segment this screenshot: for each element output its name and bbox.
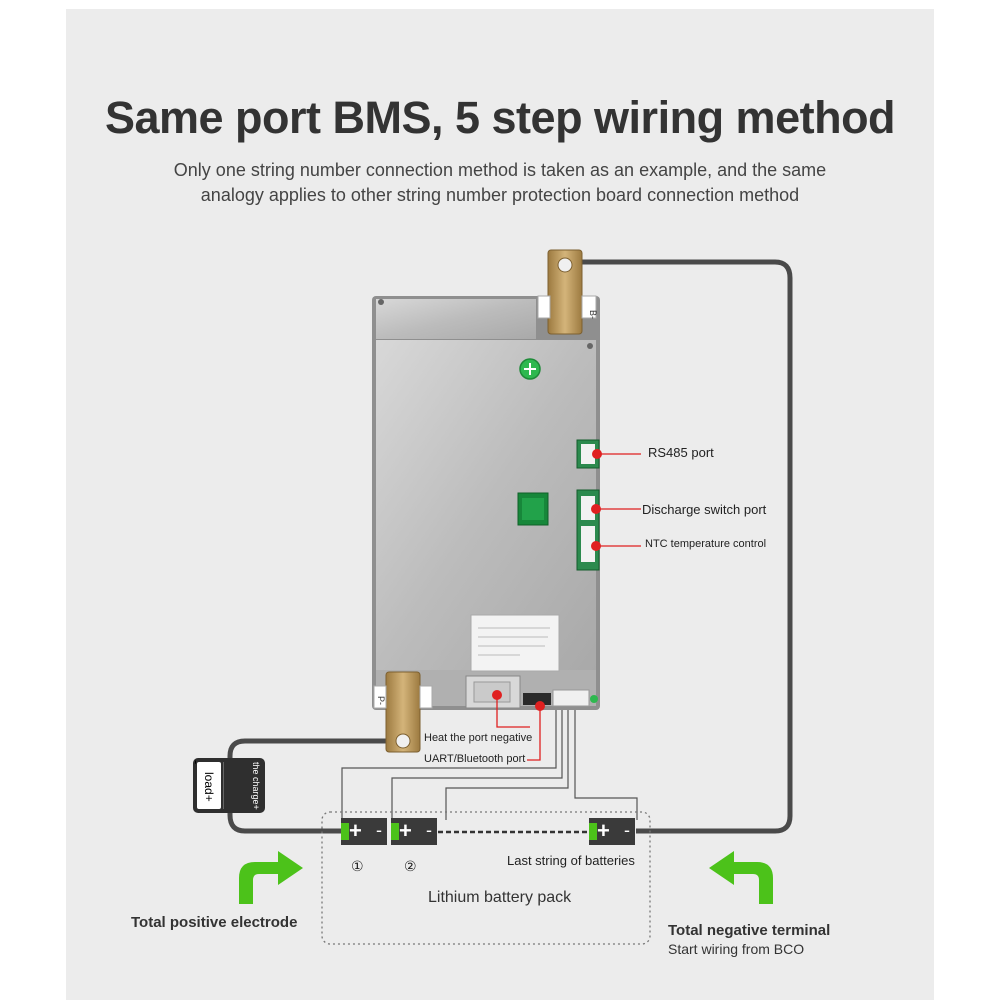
cell-last-minus: - [624,820,630,840]
cell2-plus: + [399,818,412,843]
subtitle-line-2: analogy applies to other string number p… [200,185,800,205]
cell1-minus: - [376,820,382,840]
callout-markers [496,453,641,761]
discharge-switch-label: Discharge switch port [642,502,767,517]
total-negative-label: Total negative terminal [668,922,831,939]
cell-2-number: ② [404,858,417,874]
cell1-plus: + [349,818,362,843]
negative-note-label: Start wiring from BCO [668,941,805,957]
callout-dots [492,449,602,711]
battery-cell-last [589,818,635,845]
bottom-terminal-label: P- [376,696,386,705]
battery-pack-label: Lithium battery pack [428,889,572,906]
last-string-label: Last string of batteries [507,853,635,868]
rs485-port-label: RS485 port [648,445,714,460]
negative-arrow-icon [709,851,773,904]
cell-1-number: ① [351,858,364,874]
battery-cell-2 [391,818,437,845]
subtitle-line-1: Only one string number connection method… [173,160,827,180]
charge-label: the charge+ [251,762,261,810]
load-minus-label: - [189,760,204,765]
top-terminal-b-minus [537,249,597,335]
positive-wire-to-battery [227,808,346,834]
negative-main-wire [575,259,793,834]
bms-board [372,296,600,710]
heat-port-label: Heat the port negative [424,732,533,744]
positive-arrow-icon [239,851,303,904]
total-positive-label: Total positive electrode [131,914,298,931]
uart-bluetooth-label: UART/Bluetooth port [424,753,526,765]
top-terminal-label: B- [588,310,598,319]
balance-wires [341,706,638,820]
battery-cell-1 [341,818,387,845]
load-charger-box [193,758,265,813]
board-sticker [470,614,560,672]
load-label: load+ [202,772,216,802]
positive-wire-to-load [227,738,402,762]
uart-connector [523,693,551,705]
battery-pack-outline [321,811,651,945]
cell2-minus: - [426,820,432,840]
ntc-label: NTC temperature control [645,538,767,550]
balance-connector [552,689,590,707]
page-title: Same port BMS, 5 step wiring method [104,92,896,143]
cell-last-plus: + [597,818,610,843]
bottom-terminal-p-minus [373,671,433,753]
